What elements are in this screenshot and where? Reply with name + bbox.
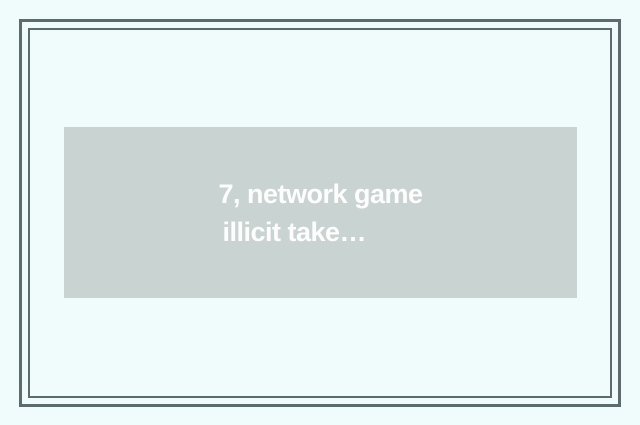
inner-frame-border bbox=[28, 28, 612, 398]
caption-box: 7, network game illicit take… bbox=[64, 127, 577, 298]
caption-text: 7, network game illicit take… bbox=[218, 175, 423, 251]
caption-line-2: illicit take… bbox=[222, 216, 367, 247]
caption-line-1: 7, network game bbox=[218, 178, 423, 209]
outer-frame-border bbox=[19, 19, 621, 407]
